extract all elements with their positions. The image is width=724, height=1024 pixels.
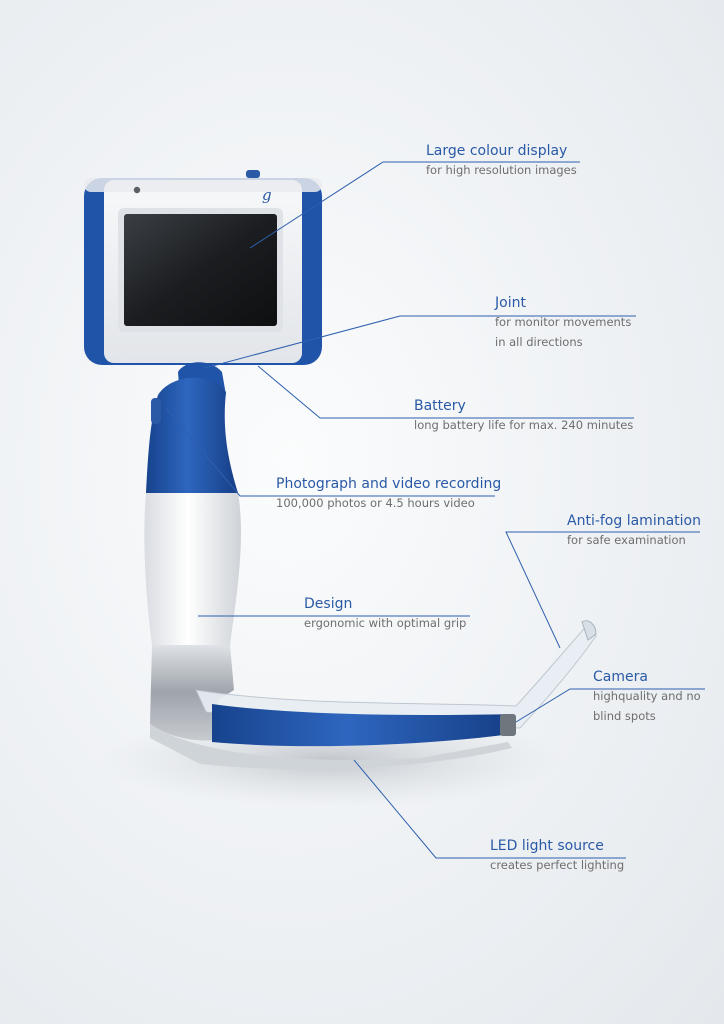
callout-desc: for high resolution images xyxy=(426,163,577,177)
callout-desc: blind spots xyxy=(593,709,656,723)
callout-joint: Joint for monitor movements in all direc… xyxy=(495,294,631,352)
camera-dot xyxy=(133,186,141,194)
callout-desc: 100,000 photos or 4.5 hours video xyxy=(276,496,475,510)
callout-title: Design xyxy=(304,596,353,612)
blade-band xyxy=(212,704,512,747)
callout-desc: long battery life for max. 240 minutes xyxy=(414,418,634,432)
callout-title: Anti-fog lamination xyxy=(567,513,701,529)
leader-camera xyxy=(515,688,705,723)
callout-title: Camera xyxy=(593,669,648,685)
camera-module xyxy=(500,714,516,736)
callout-desc: for safe examination xyxy=(567,533,686,547)
callout-led: LED light source creates perfect lightin… xyxy=(490,837,624,875)
callout-display: Large colour display for high resolution… xyxy=(426,142,577,180)
callout-desc: highquality and no xyxy=(593,689,701,703)
callout-design: Design ergonomic with optimal grip xyxy=(304,595,466,633)
brand-logo-icon: g xyxy=(262,186,272,204)
callout-desc: ergonomic with optimal grip xyxy=(304,616,467,630)
callout-title: Battery xyxy=(414,398,466,414)
callout-antifog: Anti-fog lamination for safe examination xyxy=(567,512,701,550)
callout-camera: Camera highquality and no blind spots xyxy=(593,668,701,726)
callout-desc: for monitor movements xyxy=(495,315,632,329)
callout-battery: Battery long battery life for max. 240 m… xyxy=(414,397,633,435)
leader-recording xyxy=(165,407,495,497)
leader-antifog xyxy=(505,531,700,649)
callout-title: Large colour display xyxy=(426,143,568,159)
leader-display xyxy=(249,161,580,249)
callout-title: Photograph and video recording xyxy=(276,476,502,492)
monitor: g xyxy=(84,170,322,365)
leader-lines xyxy=(165,161,705,859)
callout-recording: Photograph and video recording 100,000 p… xyxy=(276,475,501,513)
callout-desc: in all directions xyxy=(495,335,583,349)
leader-joint xyxy=(204,315,636,369)
handle xyxy=(144,377,241,645)
callout-title: Joint xyxy=(495,295,526,311)
leader-led xyxy=(353,759,626,859)
record-button xyxy=(151,398,161,424)
callout-title: LED light source xyxy=(490,838,604,854)
callout-desc: creates perfect lighting xyxy=(490,858,625,872)
leader-battery xyxy=(257,365,634,419)
